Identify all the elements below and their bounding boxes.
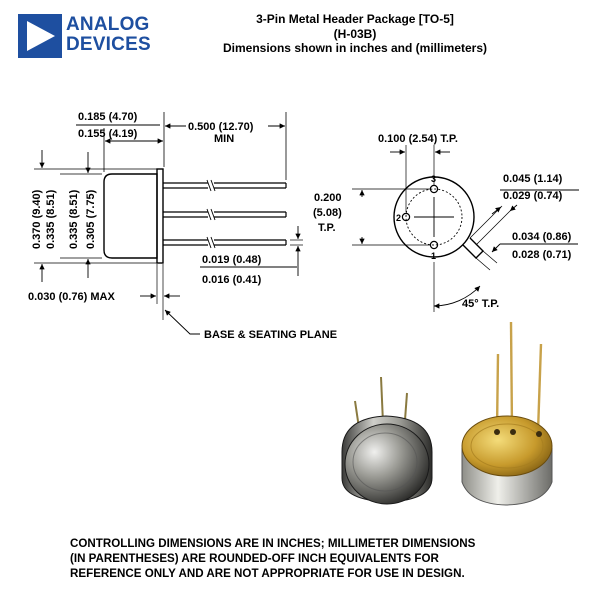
can-flange xyxy=(156,168,164,264)
label-tab-len-max: 0.034 (0.86) xyxy=(512,231,572,243)
label-body-dia-min: 0.305 (7.75) xyxy=(85,189,97,249)
package-code: (H-03B) xyxy=(333,27,377,41)
leads xyxy=(163,179,287,249)
side-view xyxy=(34,112,303,335)
label-lead-len-qual: MIN xyxy=(214,133,234,145)
label-tab-w-max: 0.045 (1.14) xyxy=(503,173,563,185)
label-dia-min: 0.335 (8.51) xyxy=(45,189,57,249)
package-photo xyxy=(341,321,553,506)
label-pin-1: 1 xyxy=(431,251,436,261)
bottom-view xyxy=(352,145,579,312)
pin-2 xyxy=(401,212,411,222)
note-line-1: CONTROLLING DIMENSIONS ARE IN INCHES; MI… xyxy=(70,537,476,550)
pin-circle xyxy=(405,188,463,246)
label-pin-3: 3 xyxy=(431,174,436,184)
can-body xyxy=(103,173,158,259)
label-pin-spacing: 0.100 (2.54) T.P. xyxy=(378,133,458,145)
label-lead-dia-max: 0.019 (0.48) xyxy=(202,254,262,266)
units-subtitle: Dimensions shown in inches and (millimet… xyxy=(222,41,488,55)
logo-text: ANALOG DEVICES xyxy=(66,15,151,55)
note-line-2: (IN PARENTHESES) ARE ROUNDED-OFF INCH EQ… xyxy=(70,552,439,565)
analog-devices-logo: ANALOG DEVICES xyxy=(18,14,151,58)
label-body-len-min: 0.155 (4.19) xyxy=(78,128,138,140)
controlling-dimensions-note: CONTROLLING DIMENSIONS ARE IN INCHES; MI… xyxy=(70,536,570,581)
label-tab-len-min: 0.028 (0.71) xyxy=(512,249,572,261)
pin-1 xyxy=(429,240,439,250)
label-lead-len: 0.500 (12.70) xyxy=(188,121,254,133)
label-body-len-max: 0.185 (4.70) xyxy=(78,111,138,123)
label-pin-circle-1: 0.200 xyxy=(314,192,342,204)
label-seating-plane: BASE & SEATING PLANE xyxy=(204,329,337,341)
logo-line-1: ANALOG xyxy=(66,14,150,35)
label-tab-angle: 45° T.P. xyxy=(462,298,499,310)
label-pin-circle-2: (5.08) xyxy=(313,207,342,219)
logo-triangle-icon xyxy=(18,14,62,58)
label-dia-max: 0.370 (9.40) xyxy=(31,189,43,249)
pin-3 xyxy=(429,184,439,194)
note-line-3: REFERENCE ONLY AND ARE NOT APPROPRIATE F… xyxy=(70,567,465,580)
label-body-dia-max: 0.335 (8.51) xyxy=(68,189,80,249)
label-pin-2: 2 xyxy=(396,213,401,223)
label-pin-circle-3: T.P. xyxy=(318,222,336,234)
package-title: 3-Pin Metal Header Package [TO-5] xyxy=(256,12,454,26)
label-lead-dia-min: 0.016 (0.41) xyxy=(202,274,262,286)
label-tab-w-min: 0.029 (0.74) xyxy=(503,190,563,202)
label-flange-max: 0.030 (0.76) MAX xyxy=(28,291,115,303)
logo-line-2: DEVICES xyxy=(66,34,151,55)
